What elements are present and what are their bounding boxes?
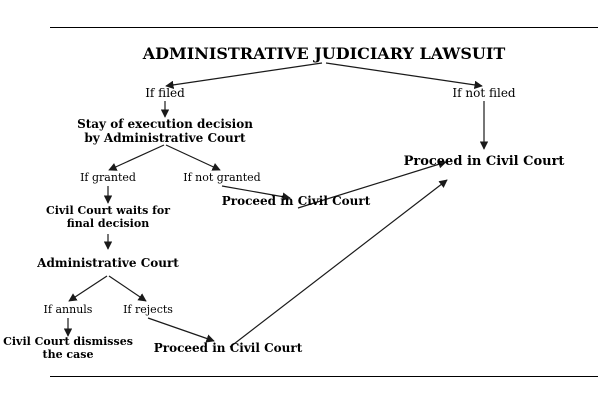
not-granted-to-proceed-mid-arrow <box>221 185 291 201</box>
administrative-court-node: Administrative Court <box>37 256 179 270</box>
stay-line-1: Stay of execution decision <box>77 117 253 131</box>
if-not-filed-label: If not filed <box>452 86 516 100</box>
civil-court-waits-box: Civil Court waits for final decision <box>46 204 170 230</box>
if-annuls-label: If annuls <box>43 303 93 316</box>
if-rejects-label: If rejects <box>123 303 173 316</box>
admin-to-rejects-arrow <box>108 275 147 302</box>
civil-court-dismisses-box: Civil Court dismisses the case <box>3 335 133 361</box>
stay-of-execution-box: Stay of execution decision by Administra… <box>77 117 253 145</box>
bottom-rule <box>50 376 598 377</box>
stay-to-if-not-granted-arrow <box>165 144 221 171</box>
rejects-to-proceed-bottom-arrow <box>147 317 215 343</box>
proceed-bottom-to-proceed-right-arrow <box>229 179 448 348</box>
if-not-granted-label: If not granted <box>183 171 261 184</box>
dismiss-line-2: the case <box>42 348 94 361</box>
proceed-civil-court-right: Proceed in Civil Court <box>403 154 565 169</box>
top-rule <box>50 27 598 28</box>
admin-to-annuls-arrow <box>68 275 108 302</box>
diagram-title: ADMINISTRATIVE JUDICIARY LAWSUIT <box>142 44 506 63</box>
title-to-if-not-filed-arrow <box>325 62 483 90</box>
dismiss-line-1: Civil Court dismisses <box>3 335 133 348</box>
stay-line-2: by Administrative Court <box>84 131 246 145</box>
title-to-if-filed-arrow <box>165 62 323 90</box>
if-granted-label: If granted <box>80 171 136 184</box>
if-filed-label: If filed <box>145 86 185 100</box>
proceed-civil-court-middle: Proceed in Civil Court <box>221 194 371 208</box>
proceed-civil-court-bottom: Proceed in Civil Court <box>153 341 303 355</box>
stay-to-if-granted-arrow <box>108 144 165 171</box>
civil-waits-line-1: Civil Court waits for <box>45 204 171 217</box>
civil-waits-line-2: final decision <box>66 217 150 230</box>
proceed-mid-to-proceed-right-arrow <box>297 160 447 209</box>
